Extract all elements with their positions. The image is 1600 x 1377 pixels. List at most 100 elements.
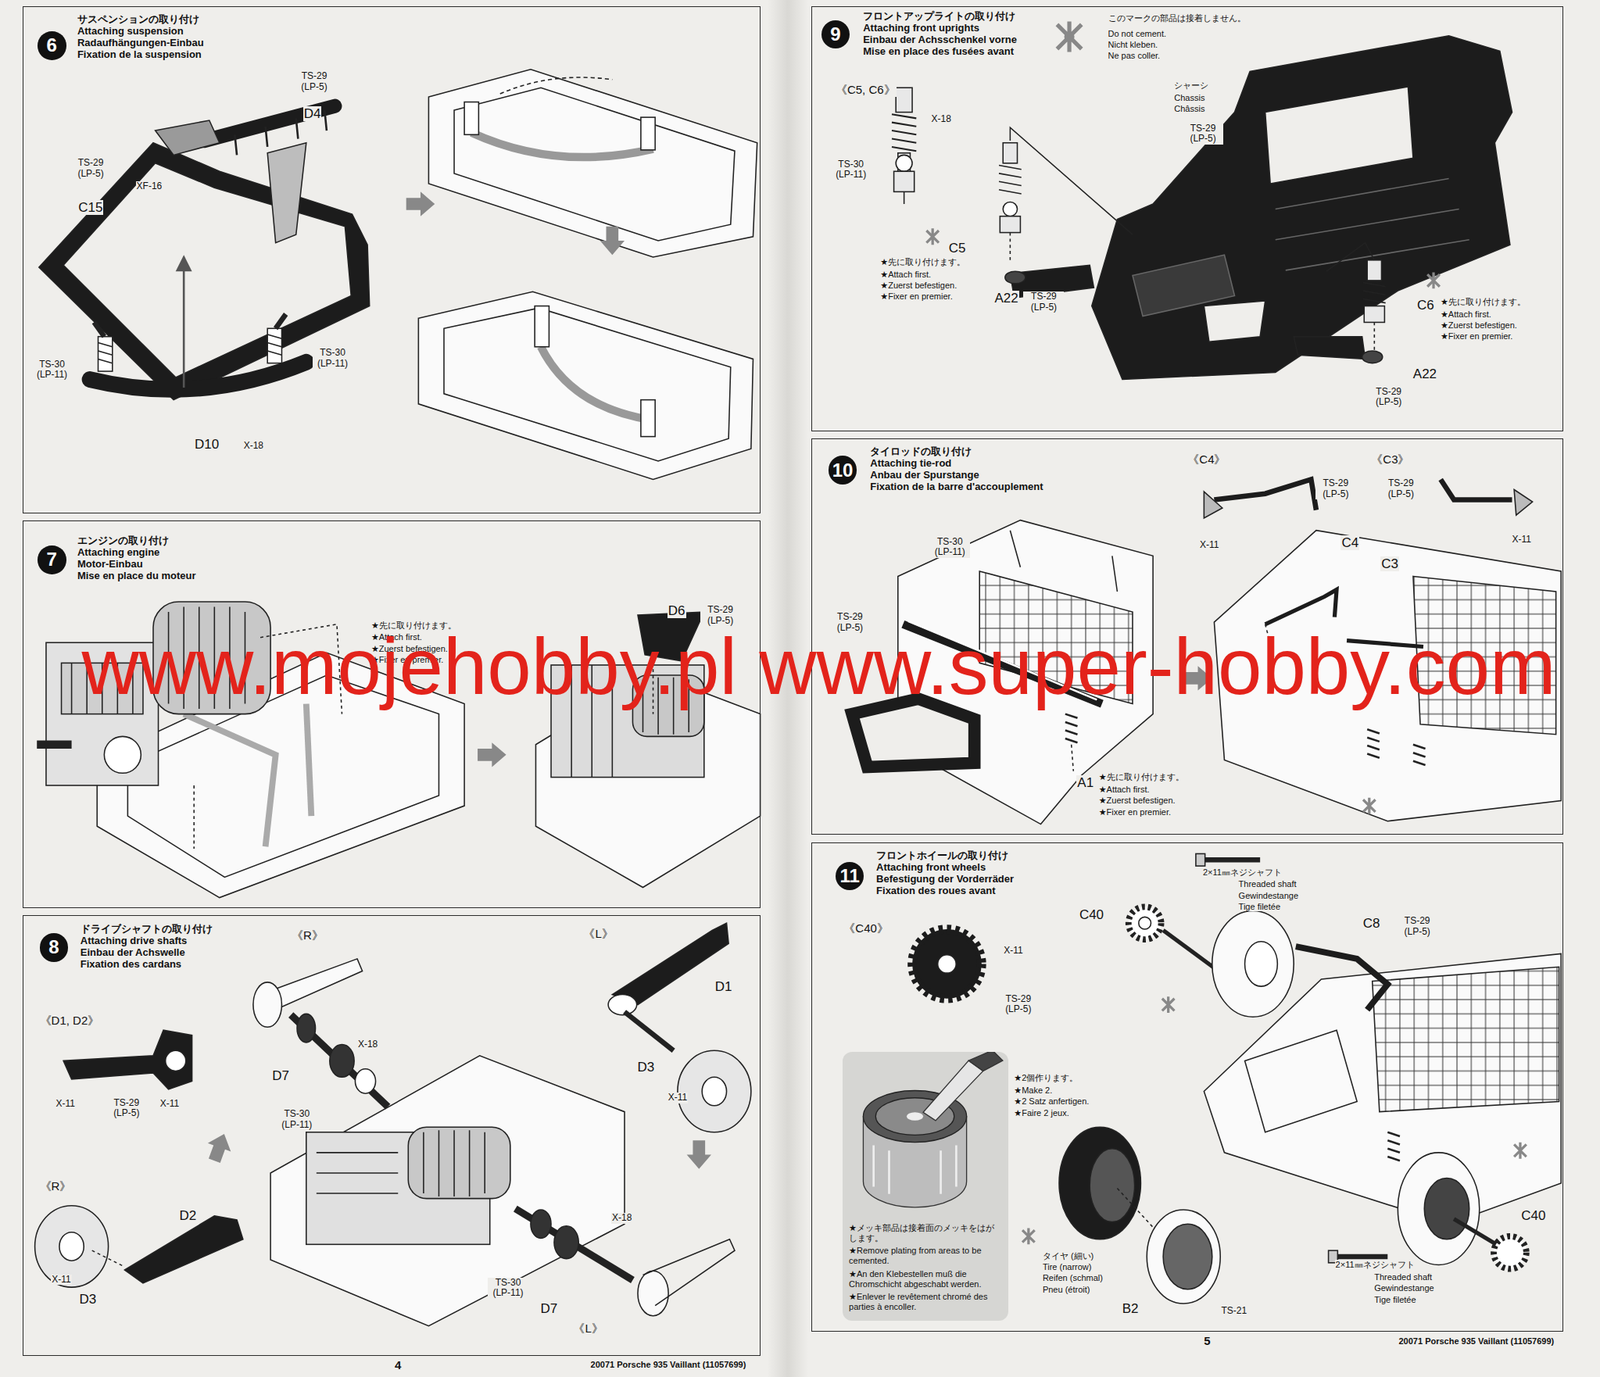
drive-shaft-illustration (687, 1140, 712, 1170)
part-number: C4 (1340, 535, 1360, 551)
drive-shaft-illustration (530, 1209, 552, 1239)
front-wheel-illustration (1089, 1148, 1135, 1223)
note-text: ★Fixer en premier. (1439, 331, 1514, 341)
step-title: タイロッドの取り付け (869, 445, 972, 458)
front-wheel-illustration (1128, 906, 1162, 940)
front-wheel-illustration (1295, 946, 1388, 1010)
note-text: ★Remove plating from areas to be cemente… (848, 1245, 1003, 1267)
paint-code: TS-29 (LP-5) (1023, 291, 1064, 313)
upright-illustration (926, 228, 939, 245)
note-text: Nicht kleben. (1107, 39, 1160, 50)
drive-shaft-illustration (408, 1127, 511, 1199)
step-panel: ドライブシャフトの取り付けAttaching drive shaftsEinba… (22, 915, 761, 1357)
paint-code: TS-29 (LP-5) (1396, 916, 1438, 938)
drive-shaft-illustration (92, 1250, 126, 1268)
tie-rod-illustration (1071, 744, 1074, 772)
paint-code: X-18 (611, 1213, 633, 1224)
paint-code: TS-29 (LP-5) (1368, 386, 1410, 409)
step-number-text: 8 (48, 937, 59, 957)
note-text: Pneu (étroit) (1041, 1285, 1092, 1295)
note-text: ★Make 2. (1012, 1085, 1053, 1096)
note-text: Ne pas coller. (1107, 50, 1162, 61)
upright-illustration (1009, 232, 1012, 264)
upright-illustration (926, 228, 939, 245)
upright-illustration (1056, 21, 1081, 52)
front-wheel-illustration (1372, 966, 1560, 1112)
note-text: Châssis (1173, 103, 1206, 114)
upright-illustration (1056, 21, 1081, 52)
part-number: D3 (78, 1292, 98, 1307)
paint-code: X-11 (1510, 534, 1532, 545)
step-subtitle: Radaufhängungen-Einbau (77, 36, 205, 49)
part-number: D10 (193, 436, 220, 452)
paint-code: TS-30 (LP-11) (929, 536, 971, 559)
upright-illustration (1363, 306, 1385, 323)
step-number-text: 11 (840, 866, 860, 886)
step-title: サスペンションの取り付け (77, 13, 200, 26)
front-wheel-illustration (1493, 1236, 1527, 1270)
note-text: ★2個作ります。 (1012, 1073, 1079, 1083)
suspension-illustration (464, 102, 479, 136)
front-wheel-illustration (1514, 1142, 1527, 1160)
tie-rod-illustration (1009, 530, 1117, 592)
front-wheel-illustration (1203, 857, 1260, 863)
paint-code: X-18 (357, 1039, 379, 1050)
tie-rod-illustration (1363, 798, 1376, 815)
engine-illustration (36, 740, 72, 749)
watermark: www.mojehobby.pl www.super-hobby.com (81, 627, 1556, 708)
drive-shaft-illustration (608, 995, 638, 1016)
part-number: D7 (271, 1068, 290, 1084)
front-wheel-illustration (1212, 911, 1294, 1018)
chrome-wheel-illustration (873, 1145, 957, 1194)
note-text: タイヤ (細い) (1041, 1251, 1095, 1261)
suspension-illustration (600, 226, 625, 256)
note-text: ★Attach first. (1098, 784, 1151, 795)
step-number: 6 (37, 31, 67, 61)
note-text: Threaded shaft (1373, 1272, 1433, 1282)
upright-illustration (895, 87, 913, 112)
view-label: 《R》 (290, 929, 325, 943)
suspension-illustration (175, 254, 193, 272)
note-text: Do not cement. (1107, 28, 1168, 39)
step-number-text: 6 (46, 35, 58, 55)
suspension-illustration (428, 69, 757, 258)
paint-code: TS-29 (LP-5) (1315, 478, 1357, 500)
upright-illustration (894, 171, 915, 192)
front-wheel-illustration (1146, 1209, 1221, 1304)
suspension-illustration (267, 334, 282, 355)
part-number: D4 (303, 106, 323, 122)
note-text: Threaded shaft (1238, 879, 1298, 889)
suspension-illustration (267, 328, 282, 363)
note-text: ★Attach first. (1439, 309, 1493, 319)
step-number-text: 10 (832, 461, 854, 480)
tie-rod-illustration (1065, 714, 1078, 744)
step-subtitle: Fixation des cardans (80, 958, 182, 971)
note-text: シャーシ (1173, 80, 1210, 90)
suspension-illustration (500, 77, 613, 94)
part-number: C3 (1380, 556, 1400, 572)
engine-illustration (477, 742, 507, 767)
front-wheel-illustration (1387, 1132, 1400, 1162)
step-title: フロントアップライトの取り付け (862, 10, 1016, 22)
upright-illustration (1002, 143, 1017, 164)
drive-shaft-illustration (612, 923, 729, 1005)
engine-illustration (103, 736, 141, 774)
step-subtitle: Fixation des roues avant (876, 884, 996, 897)
suspension-illustration (39, 69, 758, 480)
part-number: C6 (1416, 297, 1436, 313)
drive-shaft-illustration (701, 1077, 727, 1107)
step-subtitle: Motor-Einbau (77, 558, 144, 570)
plating-note-box: ★メッキ部品は接着面のメッキをはがします。★Remove plating fro… (842, 1052, 1009, 1322)
step-subtitle: Anbau der Spurstange (869, 468, 979, 481)
engine-illustration (193, 785, 195, 849)
suspension-illustration (267, 143, 307, 244)
upright-illustration (1427, 272, 1440, 289)
upright-illustration (891, 21, 1513, 380)
front-wheel-illustration (912, 929, 982, 999)
view-label: 《L》 (572, 1322, 604, 1336)
suspension-illustration (540, 347, 654, 421)
view-label: 《D1, D2》 (39, 1014, 101, 1028)
view-label: 《R》 (39, 1180, 73, 1194)
note-text: Tige filetée (1238, 902, 1282, 912)
view-label: 《L》 (582, 927, 614, 942)
